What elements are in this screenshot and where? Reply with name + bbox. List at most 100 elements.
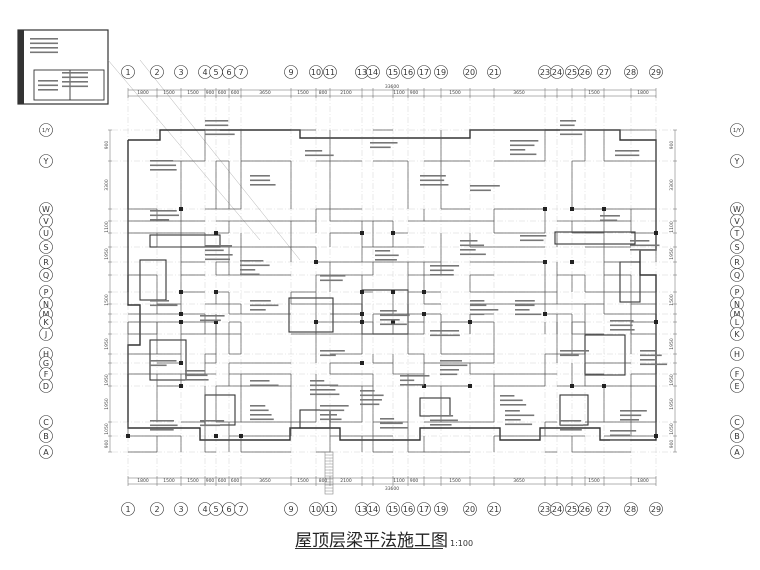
inset-frame bbox=[17, 29, 109, 105]
beam-label-line bbox=[430, 419, 458, 422]
axis-bubble-label: F bbox=[44, 370, 49, 379]
axis-bubble-left: J bbox=[39, 327, 53, 341]
beam-label bbox=[205, 120, 235, 136]
axis-bubble-top: 21 bbox=[487, 65, 501, 79]
beam-label bbox=[380, 310, 410, 326]
beam-label-line bbox=[430, 274, 454, 276]
axis-bubble-top: 7 bbox=[234, 65, 248, 79]
axis-bubble-top: 4 bbox=[198, 65, 212, 79]
axis-bubble-circle bbox=[366, 502, 380, 516]
beam-label-line bbox=[630, 249, 656, 251]
axis-bubble-label: 19 bbox=[436, 68, 446, 77]
beam-label bbox=[250, 380, 279, 387]
axis-bubble-circle bbox=[730, 123, 744, 137]
axis-bubble-right: C bbox=[730, 415, 744, 429]
beam-label bbox=[150, 360, 177, 367]
detail-inset bbox=[17, 29, 109, 105]
axis-bubble-label: G bbox=[43, 359, 49, 368]
beam-label bbox=[430, 330, 460, 337]
axis-bubble-label: F bbox=[735, 370, 740, 379]
axis-bubble-bottom: 28 bbox=[624, 502, 638, 516]
beam-label bbox=[200, 315, 225, 322]
beam-label-line bbox=[460, 244, 485, 247]
axis-bubble-label: U bbox=[43, 229, 49, 238]
beam-label bbox=[630, 240, 660, 251]
inset-label-line bbox=[62, 76, 88, 79]
beam-label-line bbox=[205, 249, 224, 252]
column-mark bbox=[391, 231, 395, 235]
beam-label-line bbox=[380, 427, 408, 429]
axis-bubble-label: 3 bbox=[178, 505, 183, 514]
beam-label-line bbox=[250, 184, 276, 186]
axis-bubble-label: 28 bbox=[626, 68, 636, 77]
axis-bubble-top: 3 bbox=[174, 65, 188, 79]
beam-label-line bbox=[250, 179, 271, 182]
axis-bubble-label: V bbox=[734, 217, 740, 226]
wall-segment bbox=[361, 289, 409, 335]
axis-bubble-circle bbox=[39, 240, 53, 254]
beam-label bbox=[360, 390, 384, 406]
beam-label-line bbox=[320, 405, 349, 407]
dim-label-bottom: 1800 bbox=[137, 478, 149, 484]
axis-bubble-circle bbox=[284, 502, 298, 516]
beam-label-line bbox=[400, 375, 430, 377]
dim-label-side: 3300 bbox=[104, 179, 110, 191]
axis-bubble-circle bbox=[174, 502, 188, 516]
axis-bubble-circle bbox=[417, 65, 431, 79]
dim-label-top: 1800 bbox=[637, 90, 649, 96]
column-mark bbox=[422, 384, 426, 388]
beam-label bbox=[430, 265, 460, 276]
axis-bubble-top: 6 bbox=[222, 65, 236, 79]
axis-bubble-circle bbox=[550, 502, 564, 516]
beam-label-line bbox=[185, 370, 206, 372]
beam-label-line bbox=[470, 300, 485, 302]
axis-bubble-left: A bbox=[39, 445, 53, 459]
axis-bubble-circle bbox=[39, 123, 53, 137]
beam-label bbox=[250, 175, 276, 186]
axis-bubble-bottom: 6 bbox=[222, 502, 236, 516]
beam-label-line bbox=[200, 319, 221, 322]
axis-bubble-bottom: 10 bbox=[309, 502, 323, 516]
axis-bubble-right: S bbox=[730, 240, 744, 254]
beam-label bbox=[560, 120, 588, 136]
axis-bubble-circle bbox=[624, 502, 638, 516]
beam-label-line bbox=[560, 120, 577, 122]
column-mark bbox=[654, 231, 658, 235]
beam-label-line bbox=[470, 189, 491, 192]
axis-bubble-top: 26 bbox=[578, 65, 592, 79]
dim-label-top: 2100 bbox=[340, 90, 352, 96]
axis-bubble-bottom: 23 bbox=[538, 502, 552, 516]
axis-bubble-top: 1 bbox=[121, 65, 135, 79]
axis-bubble-right: K bbox=[730, 327, 744, 341]
axis-bubble-circle bbox=[39, 429, 53, 443]
axis-bubble-left: P bbox=[39, 285, 53, 299]
beam-label-line bbox=[560, 124, 575, 127]
beam-label bbox=[500, 395, 527, 406]
beam-label bbox=[560, 420, 584, 431]
axis-bubble-label: Y bbox=[734, 157, 740, 166]
column-mark bbox=[179, 320, 183, 324]
axis-bubble-top: 20 bbox=[463, 65, 477, 79]
axis-bubble-bottom: 2 bbox=[150, 502, 164, 516]
axis-bubble-circle bbox=[323, 502, 337, 516]
column-mark bbox=[126, 434, 130, 438]
beam-label-line bbox=[200, 424, 221, 427]
beam-label bbox=[620, 410, 647, 421]
dim-label-side: 1950 bbox=[669, 248, 675, 260]
axis-bubble-label: 10 bbox=[311, 505, 321, 514]
beam-label-line bbox=[640, 363, 668, 366]
beam-label-line bbox=[150, 160, 174, 162]
beam-label-line bbox=[205, 245, 233, 247]
beam-label-line bbox=[375, 250, 391, 252]
beam-label-line bbox=[150, 164, 177, 167]
beam-label-line bbox=[320, 350, 345, 352]
dim-label-side: 3300 bbox=[669, 179, 675, 191]
beam-label-line bbox=[400, 379, 415, 382]
beam-label-line bbox=[380, 323, 407, 326]
axis-bubble-left: Q bbox=[39, 268, 53, 282]
drawing-scale: 1:100 bbox=[450, 539, 474, 548]
axis-bubble-label: 2 bbox=[154, 68, 159, 77]
beam-label-line bbox=[250, 300, 271, 302]
beam-label-line bbox=[370, 146, 391, 149]
